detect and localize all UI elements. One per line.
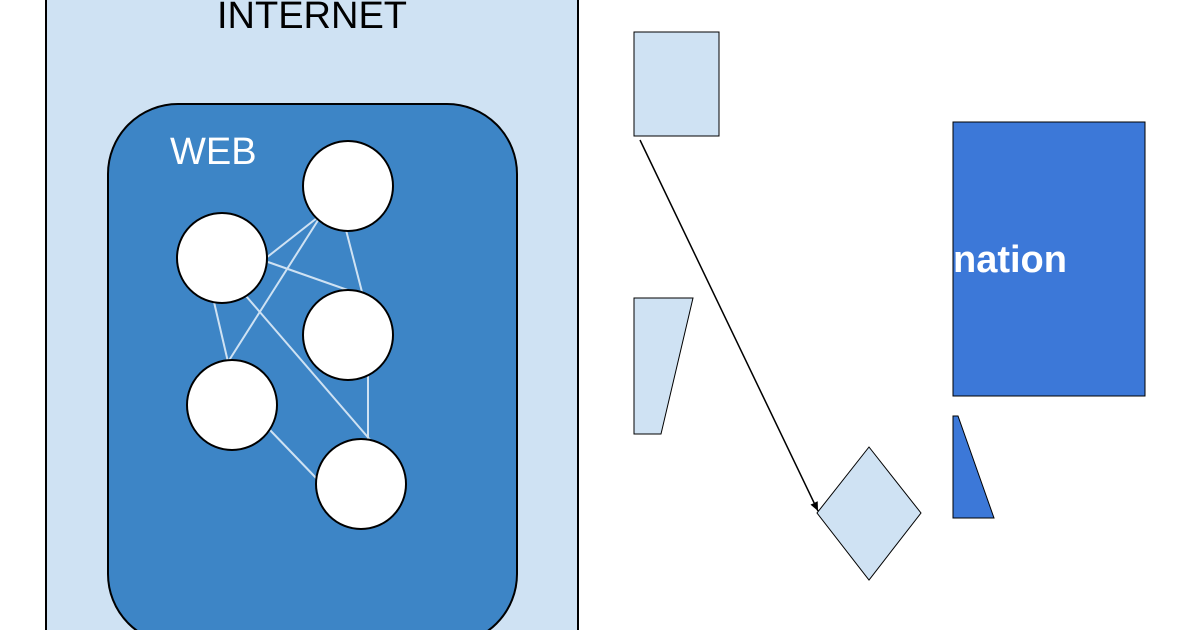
blue-triangle xyxy=(952,415,995,519)
web-link xyxy=(227,213,323,363)
web-node xyxy=(186,359,278,451)
light-blue-diamond xyxy=(816,446,922,581)
web-node xyxy=(315,438,407,530)
web-links xyxy=(213,213,377,481)
connector-arrow xyxy=(639,139,819,512)
web-node xyxy=(302,140,394,232)
web-link xyxy=(245,295,373,443)
information-box xyxy=(952,121,1146,397)
web-node xyxy=(302,289,394,381)
internet-label: INTERNET xyxy=(217,0,407,37)
light-blue-rectangle xyxy=(633,31,720,137)
web-nodes xyxy=(176,140,407,530)
web-node xyxy=(176,212,268,304)
information-label: nation xyxy=(953,239,1067,281)
web-link xyxy=(265,213,323,259)
web-label: WEB xyxy=(170,131,257,173)
web-link xyxy=(345,229,363,293)
web-link xyxy=(213,301,229,363)
web-link xyxy=(267,427,319,481)
light-blue-trapezoid xyxy=(633,297,694,435)
